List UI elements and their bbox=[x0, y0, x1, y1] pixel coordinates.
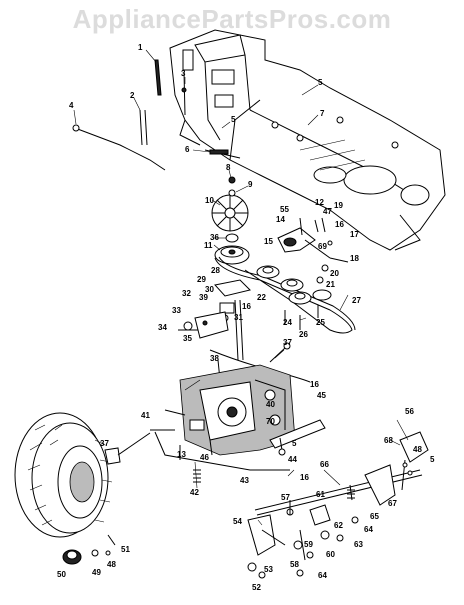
callout-32: 32 bbox=[182, 289, 191, 298]
callout-38: 38 bbox=[210, 354, 219, 363]
callout-15: 15 bbox=[264, 237, 273, 246]
callout-2: 2 bbox=[130, 91, 135, 100]
callout-37b: 37 bbox=[283, 338, 292, 347]
callout-42: 42 bbox=[190, 488, 199, 497]
callout-24: 24 bbox=[283, 318, 292, 327]
callout-8: 8 bbox=[226, 163, 231, 172]
callout-57: 57 bbox=[281, 493, 290, 502]
callout-21: 21 bbox=[326, 280, 335, 289]
callout-46: 46 bbox=[200, 453, 209, 462]
leader-lines bbox=[73, 49, 409, 526]
callout-36: 36 bbox=[210, 233, 219, 242]
callout-11: 11 bbox=[204, 241, 213, 250]
callout-31: 31 bbox=[234, 313, 243, 322]
callout-55: 55 bbox=[280, 205, 289, 214]
callout-labels: 1 2 3 4 5 5 5 5 6 7 8 9 10 11 12 13 14 1… bbox=[57, 43, 435, 592]
callout-10: 10 bbox=[205, 196, 214, 205]
callout-64a: 64 bbox=[364, 525, 373, 534]
callout-35: 35 bbox=[183, 334, 192, 343]
callout-60: 60 bbox=[326, 550, 335, 559]
callout-37a: 37 bbox=[100, 439, 109, 448]
callout-3: 3 bbox=[181, 69, 186, 78]
callout-48a: 48 bbox=[413, 445, 422, 454]
callout-51: 51 bbox=[121, 545, 130, 554]
callout-25: 25 bbox=[316, 318, 325, 327]
callout-5c: 5 bbox=[292, 439, 297, 448]
callout-53: 53 bbox=[264, 565, 273, 574]
callout-16d: 16 bbox=[300, 473, 309, 482]
pedal-assembly bbox=[247, 431, 429, 579]
callout-1: 1 bbox=[138, 43, 143, 52]
callout-17: 17 bbox=[350, 230, 359, 239]
callout-56: 56 bbox=[405, 407, 414, 416]
callout-45: 45 bbox=[317, 391, 326, 400]
idler-bracket bbox=[277, 217, 349, 284]
brake-bracket bbox=[178, 311, 229, 339]
callout-43: 43 bbox=[240, 476, 249, 485]
callout-65: 65 bbox=[370, 512, 379, 521]
callout-16c: 16 bbox=[310, 380, 319, 389]
callout-33: 33 bbox=[172, 306, 181, 315]
callout-19: 19 bbox=[334, 201, 343, 210]
callout-16a: 16 bbox=[335, 220, 344, 229]
callout-70: 70 bbox=[266, 417, 275, 426]
callout-66: 66 bbox=[320, 460, 329, 469]
callout-7: 7 bbox=[320, 109, 325, 118]
rear-tire bbox=[14, 412, 151, 565]
callout-27: 27 bbox=[352, 296, 361, 305]
callout-61: 61 bbox=[316, 490, 325, 499]
transaxle bbox=[164, 364, 296, 456]
callout-59: 59 bbox=[304, 540, 313, 549]
callout-22: 22 bbox=[257, 293, 266, 302]
callout-9: 9 bbox=[248, 180, 253, 189]
callout-30: 30 bbox=[205, 285, 214, 294]
callout-62: 62 bbox=[334, 521, 343, 530]
callout-63: 63 bbox=[354, 540, 363, 549]
callout-6: 6 bbox=[185, 145, 190, 154]
callout-5d: 5 bbox=[430, 455, 435, 464]
cooling-fan bbox=[211, 194, 249, 232]
callout-18: 18 bbox=[350, 254, 359, 263]
callout-52: 52 bbox=[252, 583, 261, 592]
callout-39: 39 bbox=[199, 293, 208, 302]
callout-20: 20 bbox=[330, 269, 339, 278]
frame-assembly bbox=[169, 29, 446, 251]
callout-48b: 48 bbox=[107, 560, 116, 569]
callout-16b: 16 bbox=[242, 302, 251, 311]
control-rods bbox=[72, 59, 241, 171]
callout-29: 29 bbox=[197, 275, 206, 284]
callout-69: 69 bbox=[318, 242, 327, 251]
callout-5b: 5 bbox=[231, 115, 236, 124]
callout-28: 28 bbox=[211, 266, 220, 275]
callout-49: 49 bbox=[92, 568, 101, 577]
callout-12: 12 bbox=[315, 198, 324, 207]
callout-64b: 64 bbox=[318, 571, 327, 580]
callout-67: 67 bbox=[388, 499, 397, 508]
callout-34: 34 bbox=[158, 323, 167, 332]
input-pulley bbox=[214, 176, 250, 265]
drive-belt bbox=[214, 256, 356, 334]
transaxle-linkage bbox=[150, 419, 326, 489]
callout-4: 4 bbox=[69, 101, 74, 110]
callout-47: 47 bbox=[323, 207, 332, 216]
callout-68: 68 bbox=[384, 436, 393, 445]
callout-40: 40 bbox=[266, 400, 275, 409]
callout-50: 50 bbox=[57, 570, 66, 579]
callout-5a: 5 bbox=[318, 78, 323, 87]
callout-41: 41 bbox=[141, 411, 150, 420]
callout-13: 13 bbox=[177, 450, 186, 459]
callout-58: 58 bbox=[290, 560, 299, 569]
callout-54: 54 bbox=[233, 517, 242, 526]
callout-14: 14 bbox=[276, 215, 285, 224]
callout-26: 26 bbox=[299, 330, 308, 339]
callout-44: 44 bbox=[288, 455, 297, 464]
